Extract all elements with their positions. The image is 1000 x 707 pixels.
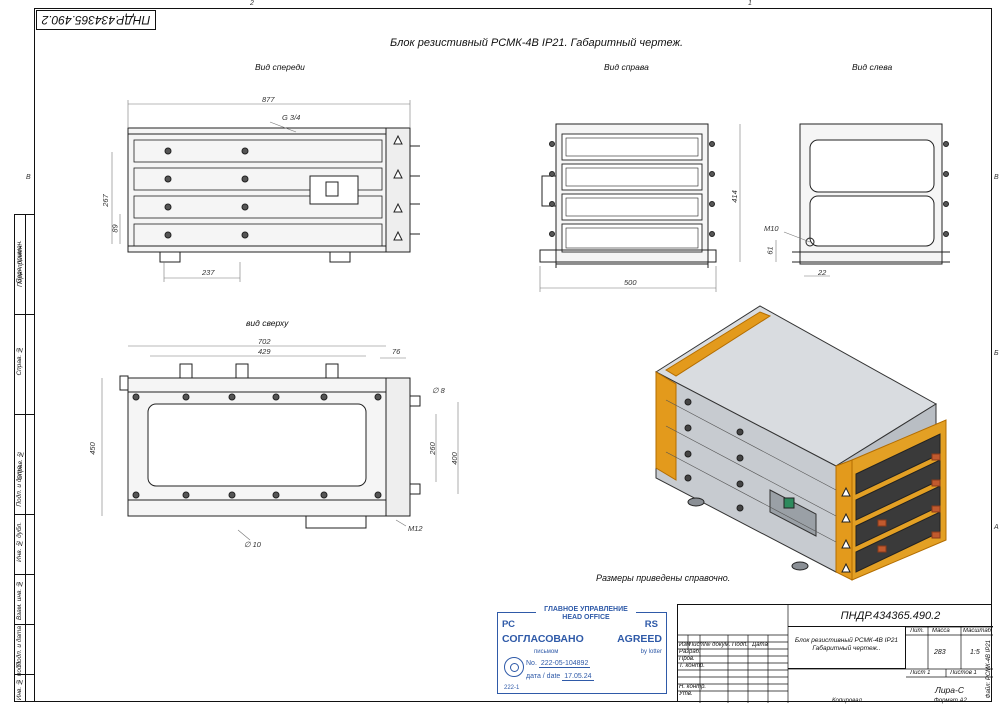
copied-label: Копировал [832, 698, 862, 704]
title-block-code: ПНДР.434365.490.2 [788, 605, 993, 627]
top-view-label: вид сверху [246, 318, 289, 328]
dim-top-d1: 702 [258, 337, 271, 346]
approval-letter-en: by lotter [640, 649, 662, 655]
title-block-scale-header: Масштаб [963, 628, 992, 634]
title-block-mass-header: Масса [932, 628, 950, 634]
approval-agreed-en: AGREED [617, 633, 662, 645]
dim-top-depth: 450 [87, 442, 97, 455]
tb-col-izm: Изм [679, 642, 691, 648]
zone-marker: В [994, 174, 999, 181]
margin-label: Перв. примен. [16, 240, 23, 284]
tb-col-date: Дата [752, 642, 768, 648]
dim-left-bolt: M10 [764, 224, 779, 233]
register-logo-icon [504, 657, 524, 677]
front-view-drawing [127, 127, 420, 263]
drawing-frame [34, 8, 992, 702]
approval-date-label: дата / date [526, 673, 561, 680]
title-block-sheets: Листов 1 [950, 670, 977, 676]
tb-role: Разраб. [679, 649, 701, 655]
left-view-drawing [792, 123, 950, 265]
tb-role: Н. контр. [679, 684, 707, 690]
zone-marker: 1 [748, 0, 752, 7]
dim-front-offset: 237 [202, 268, 215, 277]
tb-col-doc: № докум. [704, 642, 731, 648]
margin-label: Подп. и дата [16, 466, 23, 507]
dim-top-d2: 429 [258, 347, 271, 356]
front-view-label: Вид спереди [255, 62, 305, 72]
title-block-mass: 283 [934, 649, 946, 656]
title-block: ПНДР.434365.490.2 Блок резистивный РСМК-… [677, 604, 993, 703]
dim-top-bolt: M12 [408, 524, 423, 533]
margin-label: Справ. № [16, 346, 23, 376]
dim-front-height: 267 [100, 194, 110, 207]
approval-number-line: No. 222-05-104892 [526, 660, 591, 668]
approval-number: 222-05-104892 [538, 660, 591, 668]
isometric-view-drawing [655, 305, 947, 581]
title-block-grid [678, 605, 993, 703]
dim-front-width: 877 [262, 95, 275, 104]
margin-strip: Перв. примен. Справ. № [14, 214, 35, 702]
approval-header-en: HEAD OFFICE [562, 614, 610, 621]
reference-note: Размеры приведены справочно. [596, 573, 731, 583]
dim-left-offset: 22 [818, 268, 827, 277]
top-view-drawing [119, 363, 421, 529]
left-view-label: Вид слева [852, 62, 893, 72]
approval-header: ГЛАВНОЕ УПРАВЛЕНИЕ HEAD OFFICE [536, 606, 636, 622]
margin-label: Инв. № подл. [16, 660, 23, 701]
dim-right-width: 500 [624, 278, 637, 287]
dim-left-height: 61 [765, 246, 775, 255]
format-label: Формат А2 [934, 698, 967, 704]
dim-top-hole: ∅ 8 [432, 386, 445, 395]
zone-marker: Б [994, 350, 999, 357]
approval-date-line: дата / date 17.05.24 [526, 673, 594, 681]
dim-right-height: 414 [729, 190, 739, 203]
tb-role: Утв. [679, 691, 693, 697]
tb-col-sign: Подп. [732, 642, 748, 648]
dim-front-part: 89 [110, 224, 120, 233]
margin-label: Инв. № дубл. [16, 522, 23, 562]
approval-left-code: РС [502, 619, 515, 630]
dim-top-hole2: ∅ 10 [244, 540, 261, 549]
dim-top-d3: 76 [392, 347, 401, 356]
margin-label: Взам. инв. № [16, 580, 23, 621]
drawing-title: Блок резистивный РСМК-4В IP21. Габаритны… [390, 37, 684, 49]
approval-letter-ru: письмом [534, 649, 559, 655]
title-block-name: Блок резистивный РСМК-4В IP21 Габаритный… [788, 627, 906, 669]
title-block-lit-header: Лит. [910, 628, 925, 634]
title-block-organization: Лира-С [935, 685, 964, 695]
zone-marker: А [994, 524, 999, 531]
approval-right-code: RS [644, 619, 658, 630]
approval-stamp: ГЛАВНОЕ УПРАВЛЕНИЕ HEAD OFFICE РС RS СОГ… [497, 606, 667, 694]
dim-top-h2: 400 [449, 452, 459, 465]
approval-date: 17.05.24 [562, 673, 594, 681]
title-block-sheet: Лист 1 [910, 670, 931, 676]
approval-stamp-code: 222-1 [504, 685, 520, 691]
tb-col-list: Лист [689, 642, 705, 648]
file-label: Файл: РСМК-4В IP21 [986, 640, 992, 699]
approval-header-ru: ГЛАВНОЕ УПРАВЛЕНИЕ [544, 606, 628, 613]
zone-marker: 2 [250, 0, 254, 7]
right-view-drawing [539, 123, 717, 268]
zone-marker: В [26, 174, 31, 181]
approval-number-label: No. [526, 660, 537, 667]
dim-thread: G 3/4 [282, 113, 301, 122]
right-view-label: Вид справа [604, 62, 649, 72]
title-block-scale: 1:5 [970, 649, 980, 656]
approval-agreed-ru: СОГЛАСОВАНО [502, 633, 584, 645]
tb-role: Пров. [679, 656, 695, 662]
dim-top-h1: 260 [427, 442, 437, 455]
tb-role: Т. контр. [679, 663, 705, 669]
